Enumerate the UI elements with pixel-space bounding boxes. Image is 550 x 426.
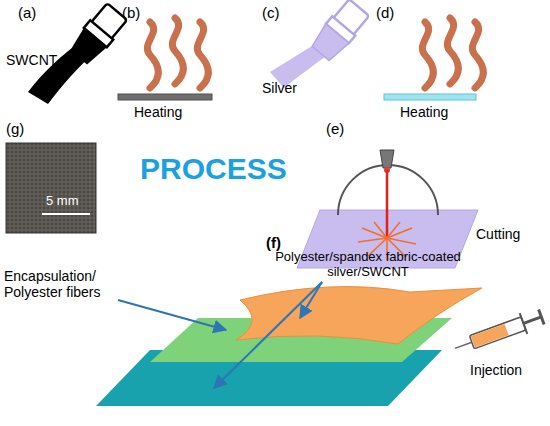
spark <box>387 222 400 238</box>
panel-letter: (b) <box>122 4 162 21</box>
diagram-heading: PROCESS <box>140 152 310 187</box>
scale-label: 5 mm <box>46 194 96 209</box>
heat-wave <box>422 22 433 88</box>
swcnt-brush <box>67 2 129 67</box>
step-label: Heating <box>134 104 204 120</box>
silver-brush <box>309 0 371 63</box>
leader-arrow <box>118 300 226 330</box>
fabric-photo <box>6 143 96 233</box>
step-label: Cutting <box>476 226 546 242</box>
step-label: Injection <box>470 362 548 378</box>
panel-letter: (d) <box>376 4 416 21</box>
step-label: Heating <box>400 104 470 120</box>
silver-coated-substrate <box>384 94 476 100</box>
leader-arrow <box>214 282 322 388</box>
panel-letter: (e) <box>326 120 366 137</box>
syringe-thumb-rest <box>539 309 544 324</box>
brush-bristles <box>67 28 107 67</box>
syringe-fluid <box>471 324 509 348</box>
brush-bristles <box>309 24 349 63</box>
material-label: Silver <box>262 80 322 96</box>
heated-substrate <box>118 94 212 100</box>
laser-nozzle <box>380 150 394 168</box>
scale-bar <box>42 213 90 215</box>
panel-letter: (a) <box>18 4 58 21</box>
material-label: SWCNT <box>6 52 76 68</box>
syringe-plunger <box>523 317 541 323</box>
layer-label: Encapsulation/ Polyester fibers <box>4 268 116 300</box>
syringe-barrel <box>469 317 525 349</box>
heat-wave <box>147 22 158 88</box>
panel-letter: (c) <box>262 4 302 21</box>
heat-wave <box>472 22 483 88</box>
heat-waves <box>422 18 483 88</box>
syringe-needle <box>455 342 472 348</box>
syringe <box>451 307 545 359</box>
panel-letter: (g) <box>6 120 46 137</box>
panel-letter: (f) <box>266 234 306 251</box>
heat-wave <box>447 18 458 84</box>
heat-wave <box>197 22 208 88</box>
spark <box>374 222 387 238</box>
heat-waves <box>147 18 208 88</box>
layer-label: Polyester/spandex fabric-coated silver/S… <box>250 250 486 280</box>
heat-wave <box>172 18 183 84</box>
coated-fabric-layer <box>236 287 482 344</box>
syringe-flange <box>520 313 528 334</box>
laser-beam <box>386 170 389 238</box>
